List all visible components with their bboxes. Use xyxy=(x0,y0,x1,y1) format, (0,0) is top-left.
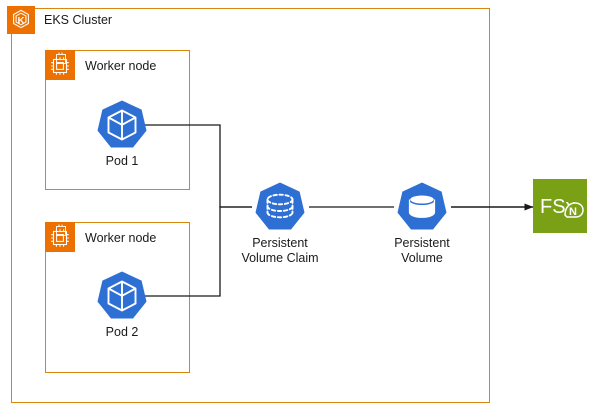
group-worker-node-1 xyxy=(45,50,190,190)
group-worker-node-2 xyxy=(45,222,190,373)
group-eks-cluster xyxy=(11,8,490,403)
worker-node-icon xyxy=(45,222,75,252)
node-persistent-volume[interactable] xyxy=(394,179,450,235)
fsx-netapp-ontap-icon[interactable]: FSx N xyxy=(533,179,587,233)
svg-text:K: K xyxy=(18,15,25,26)
group-worker-node-2-label: Worker node xyxy=(85,231,157,245)
group-worker-node-1-label: Worker node xyxy=(85,59,157,73)
node-persistent-volume-claim[interactable] xyxy=(252,179,308,235)
group-eks-cluster-label: EKS Cluster xyxy=(44,13,113,27)
svg-text:N: N xyxy=(569,206,577,218)
node-pod-2[interactable] xyxy=(94,268,150,324)
k8s-pod-icon xyxy=(97,271,147,319)
eks-cluster-icon: K xyxy=(7,6,35,34)
node-pod-1[interactable] xyxy=(94,97,150,153)
k8s-pvc-icon xyxy=(255,182,305,230)
node-pod-1-label: Pod 1 xyxy=(105,154,139,168)
node-persistent-volume-claim-label: Persistent Volume Claim xyxy=(241,236,319,265)
node-persistent-volume-label: Persistent Volume xyxy=(394,236,450,265)
worker-node-icon xyxy=(45,50,75,80)
k8s-pod-icon xyxy=(97,100,147,148)
node-pod-2-label: Pod 2 xyxy=(105,325,139,339)
k8s-pv-icon xyxy=(397,182,447,230)
